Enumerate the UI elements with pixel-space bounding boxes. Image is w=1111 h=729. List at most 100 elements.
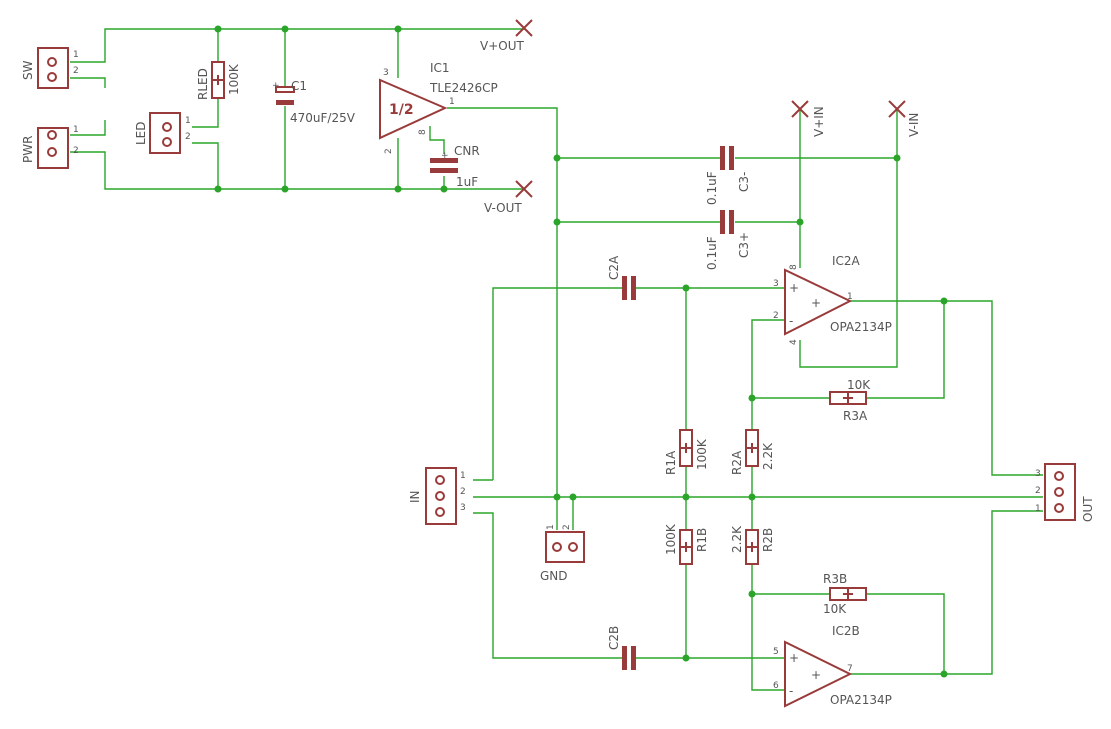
svg-text:-: - [789, 314, 793, 328]
svg-text:+: + [789, 651, 799, 665]
svg-text:8: 8 [789, 264, 799, 270]
svg-text:10K: 10K [847, 378, 871, 392]
svg-text:5: 5 [773, 647, 779, 657]
svg-text:2: 2 [185, 132, 191, 142]
opamp-ic2a: + - + IC2A OPA2134P 3 2 1 8 4 [773, 254, 892, 345]
svg-text:2.2K: 2.2K [730, 525, 744, 553]
svg-text:OPA2134P: OPA2134P [830, 693, 892, 707]
svg-text:GND: GND [540, 569, 568, 583]
svg-text:R2B: R2B [761, 528, 775, 552]
svg-text:RLED: RLED [196, 68, 210, 100]
svg-text:1: 1 [460, 471, 466, 481]
svg-text:1: 1 [847, 292, 853, 302]
net-vplus-in: V+IN [791, 100, 826, 137]
svg-text:PWR: PWR [21, 136, 35, 163]
svg-text:+: + [272, 81, 280, 91]
capacitor-c3-plus: 0.1uF C3+ [705, 210, 751, 270]
connector-sw: 1 2 SW [21, 47, 79, 89]
svg-text:R3A: R3A [843, 409, 868, 423]
svg-text:0.1uF: 0.1uF [705, 236, 719, 270]
svg-text:V-OUT: V-OUT [484, 201, 522, 215]
svg-text:V+IN: V+IN [812, 106, 826, 137]
svg-text:-: - [789, 684, 793, 698]
resistor-r2a: R2A 2.2K [730, 429, 775, 475]
junction-dots [214, 25, 948, 678]
svg-text:2.2K: 2.2K [761, 442, 775, 470]
svg-text:4: 4 [789, 339, 799, 345]
svg-text:C3-: C3- [737, 172, 751, 192]
svg-text:3: 3 [1035, 469, 1041, 479]
capacitor-c1: + C1 470uF/25V [272, 79, 356, 125]
svg-text:+: + [441, 151, 449, 161]
svg-text:C1: C1 [291, 79, 307, 93]
svg-text:3: 3 [383, 68, 389, 78]
svg-text:R1B: R1B [695, 528, 709, 552]
svg-text:0.1uF: 0.1uF [705, 171, 719, 205]
connector-gnd: 1 2 GND [540, 524, 585, 583]
svg-text:2: 2 [773, 311, 779, 321]
connector-pwr: 1 2 PWR [21, 125, 79, 169]
svg-text:470uF/25V: 470uF/25V [290, 111, 356, 125]
svg-text:3: 3 [460, 503, 466, 513]
wires [70, 28, 1043, 691]
svg-text:SW: SW [21, 60, 35, 80]
svg-text:OPA2134P: OPA2134P [830, 320, 892, 334]
svg-text:10K: 10K [823, 602, 847, 616]
resistor-r3a: 10K R3A [829, 378, 871, 423]
svg-text:V+OUT: V+OUT [480, 39, 524, 53]
svg-text:IN: IN [408, 490, 422, 503]
svg-text:6: 6 [773, 681, 779, 691]
net-vminus-in: V-IN [888, 100, 921, 137]
svg-text:+: + [789, 281, 799, 295]
svg-text:1: 1 [73, 125, 79, 135]
resistor-rled: RLED 100K [196, 61, 241, 100]
svg-text:C3+: C3+ [737, 232, 751, 258]
svg-text:1: 1 [546, 524, 556, 530]
svg-text:IC1: IC1 [430, 61, 450, 75]
opamp-ic2b: + - + IC2B OPA2134P 5 6 7 [773, 624, 892, 708]
svg-text:7: 7 [847, 664, 853, 674]
connector-in: 1 2 3 IN [408, 467, 466, 525]
svg-text:2: 2 [73, 146, 79, 156]
svg-text:OUT: OUT [1081, 496, 1095, 522]
svg-text:C2B: C2B [607, 626, 621, 650]
svg-text:2: 2 [384, 148, 394, 154]
svg-text:2: 2 [562, 524, 572, 530]
svg-text:TLE2426CP: TLE2426CP [429, 81, 498, 95]
svg-text:1: 1 [185, 116, 191, 126]
svg-text:2: 2 [73, 66, 79, 76]
svg-text:8: 8 [418, 129, 428, 135]
connector-led: 1 2 LED [134, 112, 191, 154]
connector-out: 3 2 1 OUT [1035, 463, 1095, 522]
svg-text:1: 1 [1035, 504, 1041, 514]
svg-text:C2A: C2A [607, 255, 621, 280]
svg-text:CNR: CNR [454, 144, 480, 158]
svg-text:+: + [811, 668, 821, 682]
svg-text:2: 2 [460, 487, 466, 497]
svg-text:LED: LED [134, 121, 148, 145]
svg-text:R2A: R2A [730, 450, 744, 475]
svg-text:V-IN: V-IN [907, 113, 921, 137]
resistor-r2b: 2.2K R2B [730, 525, 775, 565]
net-vplus-out: V+OUT [480, 19, 533, 53]
svg-text:2: 2 [1035, 486, 1041, 496]
svg-text:R3B: R3B [823, 572, 847, 586]
svg-text:IC2A: IC2A [832, 254, 861, 268]
resistor-r1b: 100K R1B [664, 523, 709, 565]
svg-text:100K: 100K [227, 63, 241, 95]
capacitor-c3-minus: 0.1uF C3- [705, 146, 751, 205]
net-vminus-out: V-OUT [484, 180, 533, 215]
ic1-rail-splitter: 1/2 IC1 TLE2426CP 3 1 2 8 [379, 61, 498, 154]
svg-text:1: 1 [73, 50, 79, 60]
capacitor-c2b: C2B [607, 626, 636, 670]
capacitor-cnr: + CNR 1uF [430, 144, 480, 189]
capacitor-c2a: C2A [607, 255, 636, 300]
svg-text:1: 1 [449, 97, 455, 107]
svg-text:R1A: R1A [664, 450, 678, 475]
svg-text:+: + [811, 296, 821, 310]
svg-text:3: 3 [773, 279, 779, 289]
svg-text:1uF: 1uF [456, 175, 478, 189]
svg-text:1/2: 1/2 [389, 102, 414, 118]
resistor-r3b: R3B 10K [823, 572, 867, 616]
